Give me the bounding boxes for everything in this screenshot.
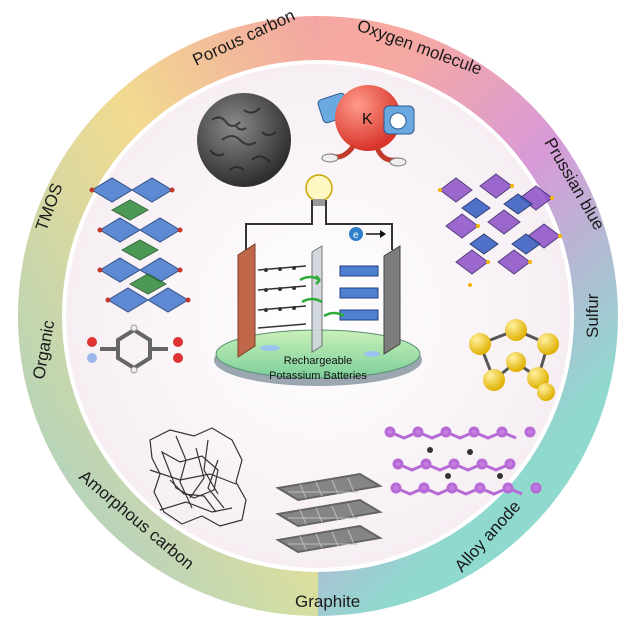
tmos-structure — [89, 177, 191, 313]
cathode-plate — [383, 245, 401, 355]
label-sulfur: Sulfur — [583, 293, 602, 338]
porous-carbon-sphere — [197, 93, 291, 187]
organic-molecule — [87, 324, 183, 374]
anode-plate — [237, 243, 256, 358]
electron-indicator: e — [349, 227, 386, 241]
graphite-layers — [275, 472, 383, 554]
alloy-anode-chains — [384, 426, 542, 496]
potassium-mascot: K — [317, 85, 415, 167]
svg-text:e: e — [353, 230, 359, 241]
battery-schematic: e Rechargeable Potassium Batteries — [214, 174, 422, 386]
sulfur-ring — [469, 319, 559, 401]
center-title-line2: Potassium Batteries — [269, 370, 367, 382]
prussian-blue-structure — [438, 173, 562, 287]
amorphous-carbon — [149, 427, 247, 527]
lightbulb-icon — [305, 174, 333, 206]
center-title-line1: Rechargeable — [284, 355, 353, 367]
label-graphite: Graphite — [295, 592, 360, 611]
k-letter: K — [362, 111, 373, 128]
